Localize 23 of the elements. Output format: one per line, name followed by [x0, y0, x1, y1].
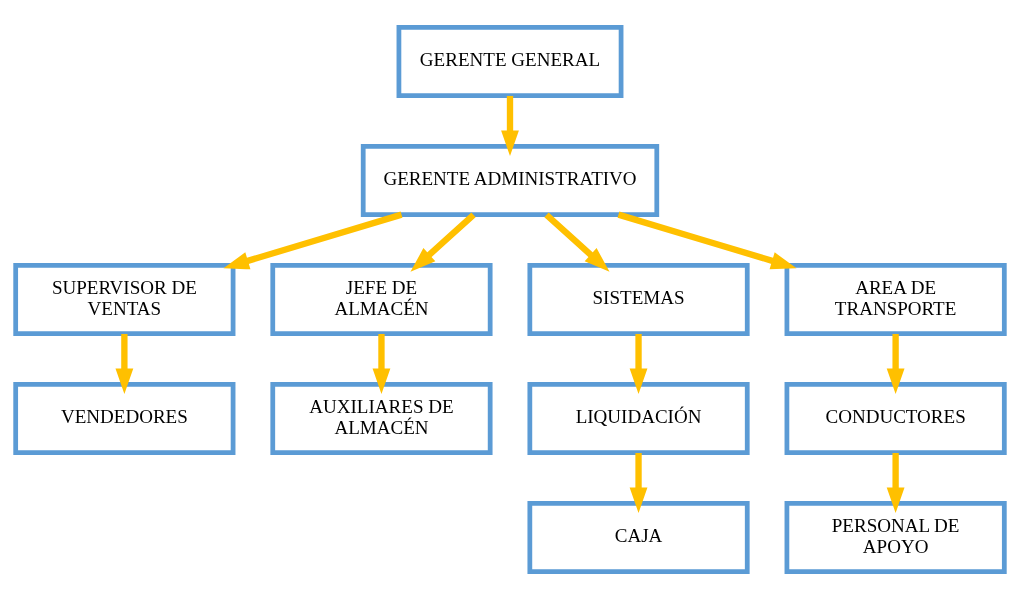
arrow: [500, 95, 519, 156]
arrow: [629, 333, 647, 394]
node-box: GERENTE GENERAL: [396, 24, 623, 98]
arrow: [886, 452, 905, 513]
node-box: PERSONAL DE APOYO: [784, 500, 1007, 574]
node-box: GERENTE ADMINISTRATIVO: [360, 143, 659, 217]
arrow: [409, 212, 476, 272]
arrow: [543, 212, 610, 272]
node-box: VENDEDORES: [12, 381, 235, 455]
node-box: SISTEMAS: [526, 262, 750, 336]
arrow: [629, 452, 647, 513]
node-box: AREA DE TRANSPORTE: [784, 262, 1007, 336]
node-box: LIQUIDACIÓN: [526, 381, 750, 455]
node-box: CAJA: [526, 500, 750, 574]
arrow: [222, 211, 402, 269]
node-box: AUXILIARES DE ALMACÉN: [269, 381, 493, 455]
arrow: [114, 333, 133, 394]
arrow: [617, 211, 797, 269]
arrow: [886, 333, 905, 394]
arrow: [372, 333, 390, 394]
node-box: CONDUCTORES: [784, 381, 1007, 455]
node-box: JEFE DE ALMACÉN: [269, 262, 493, 336]
node-box: SUPERVISOR DE VENTAS: [12, 262, 235, 336]
